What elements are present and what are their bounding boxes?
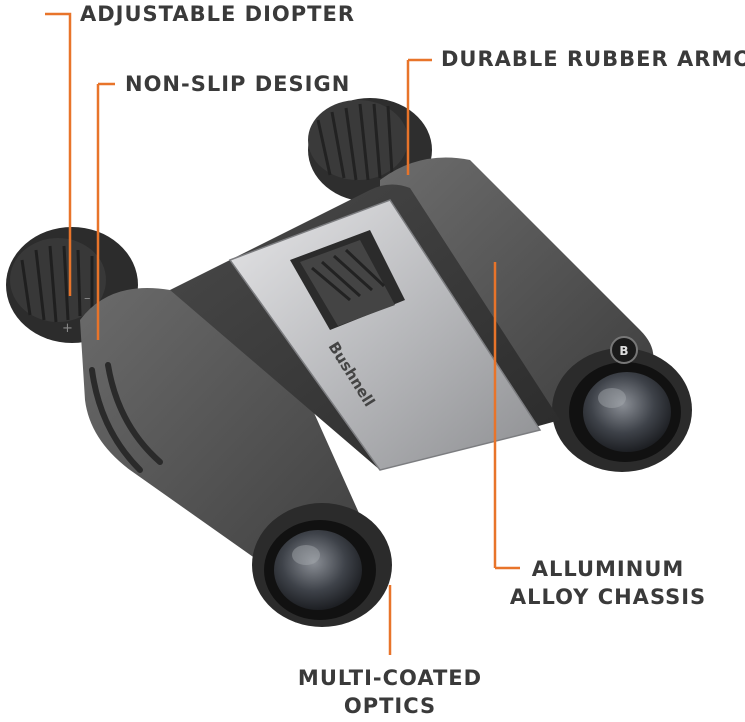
- right-objective-lens: [552, 348, 692, 472]
- right-barrel: [380, 157, 654, 420]
- leader-non-slip-design: [96, 82, 115, 340]
- left-objective-lens: [252, 503, 392, 627]
- leader-durable-rubber-armor: [406, 58, 432, 175]
- callout-aluminum-chassis-line2: ALLOY CHASSIS: [509, 585, 707, 609]
- diopter-plus-mark: +: [62, 321, 73, 336]
- callout-multi-coated-line1: MULTI-COATED: [297, 666, 483, 690]
- callout-durable-rubber-armor: DURABLE RUBBER ARMOR: [441, 47, 745, 71]
- diopter-minus-mark: –: [84, 291, 91, 306]
- callout-multi-coated-optics: MULTI-COATED OPTICS: [290, 664, 490, 720]
- logo-badge: B: [610, 336, 638, 364]
- leader-adjustable-diopter: [45, 12, 72, 296]
- callout-aluminum-chassis: ALLUMINUM ALLOY CHASSIS: [508, 555, 708, 611]
- callout-multi-coated-line2: OPTICS: [343, 694, 437, 718]
- callout-non-slip-design: NON-SLIP DESIGN: [125, 72, 351, 96]
- callout-adjustable-diopter: ADJUSTABLE DIOPTER: [80, 2, 355, 26]
- leader-aluminum-chassis: [493, 262, 520, 570]
- callout-aluminum-chassis-line1: ALLUMINUM: [531, 557, 685, 581]
- non-slip-grooves: [89, 362, 163, 473]
- right-eyecup: [308, 98, 432, 202]
- callout-leader-lines: [45, 12, 520, 655]
- svg-text:B: B: [619, 344, 628, 358]
- focus-wheel: [290, 230, 405, 330]
